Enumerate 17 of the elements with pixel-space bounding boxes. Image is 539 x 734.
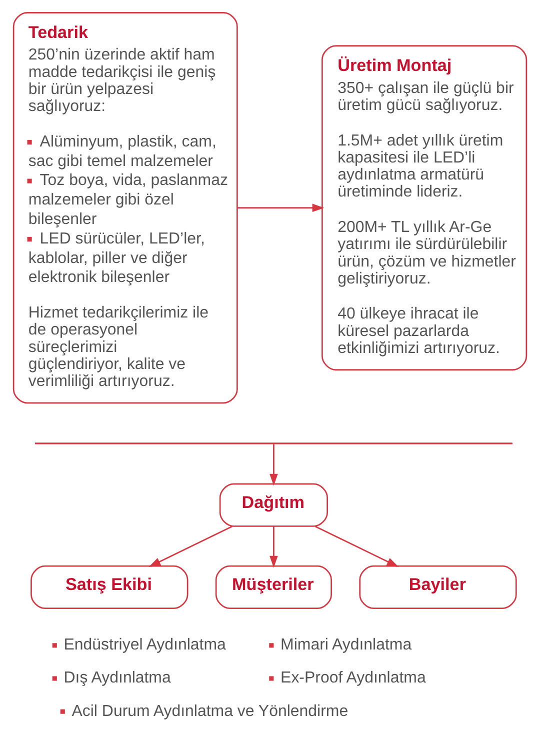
node-box: Satış Ekibi (30, 565, 188, 609)
label: Ex-Proof Aydınlatma (280, 670, 426, 687)
node-box: Tedarik 250’nin üzerinde aktif ham madde tedarikçisi ile geniş bir ürün yelpazesi sağlıyoruz: Alüminyum, plastik, cam, sac gibi temel malzemeler Toz boya, vida, paslanmaz malzemeler gibi özel bileşenler LED sürücüler, LED’ler, kablolar, piller ve diğer elektronik bileşenler Hizmet tedarikçilerimiz ile de operasyonel süreçlerimizi güçlendiriyor, kalite ve verimliliği artırıyoruz. (12, 12, 238, 404)
arrow (236, 204, 324, 212)
label: Mimari Aydınlatma (280, 636, 412, 654)
node-bar (34, 442, 512, 444)
label: Acil Durum Aydınlatma ve Yönlendirme (71, 702, 348, 720)
arrow (314, 526, 398, 567)
label: Endüstriyel Aydınlatma (63, 636, 226, 654)
label: Dış Aydınlatma (63, 670, 170, 687)
node-box: Dağıtım (218, 483, 328, 527)
arrow (148, 526, 232, 567)
arrow (269, 444, 278, 486)
node-box: Müşteriler (214, 565, 332, 609)
node-box: Bayiler (358, 565, 516, 609)
arrow (269, 526, 278, 568)
node-box: Üretim Montaj 350+ çalışan ile güçlü bir üretim gücü sağlıyoruz. 1.5M+ adet yıllık üretim kapasitesi ile LED’li aydınlatma armatürü üretiminde lideriz. 200M+ TL yıllık Ar-Ge yatırımı ile sürdürülebilir ürün, çözüm ve hizmetler geliştiriyoruz. 40 ülkeye ihracat ile küresel pazarlarda etkinliğimizi artırıyoruz. (321, 45, 527, 371)
